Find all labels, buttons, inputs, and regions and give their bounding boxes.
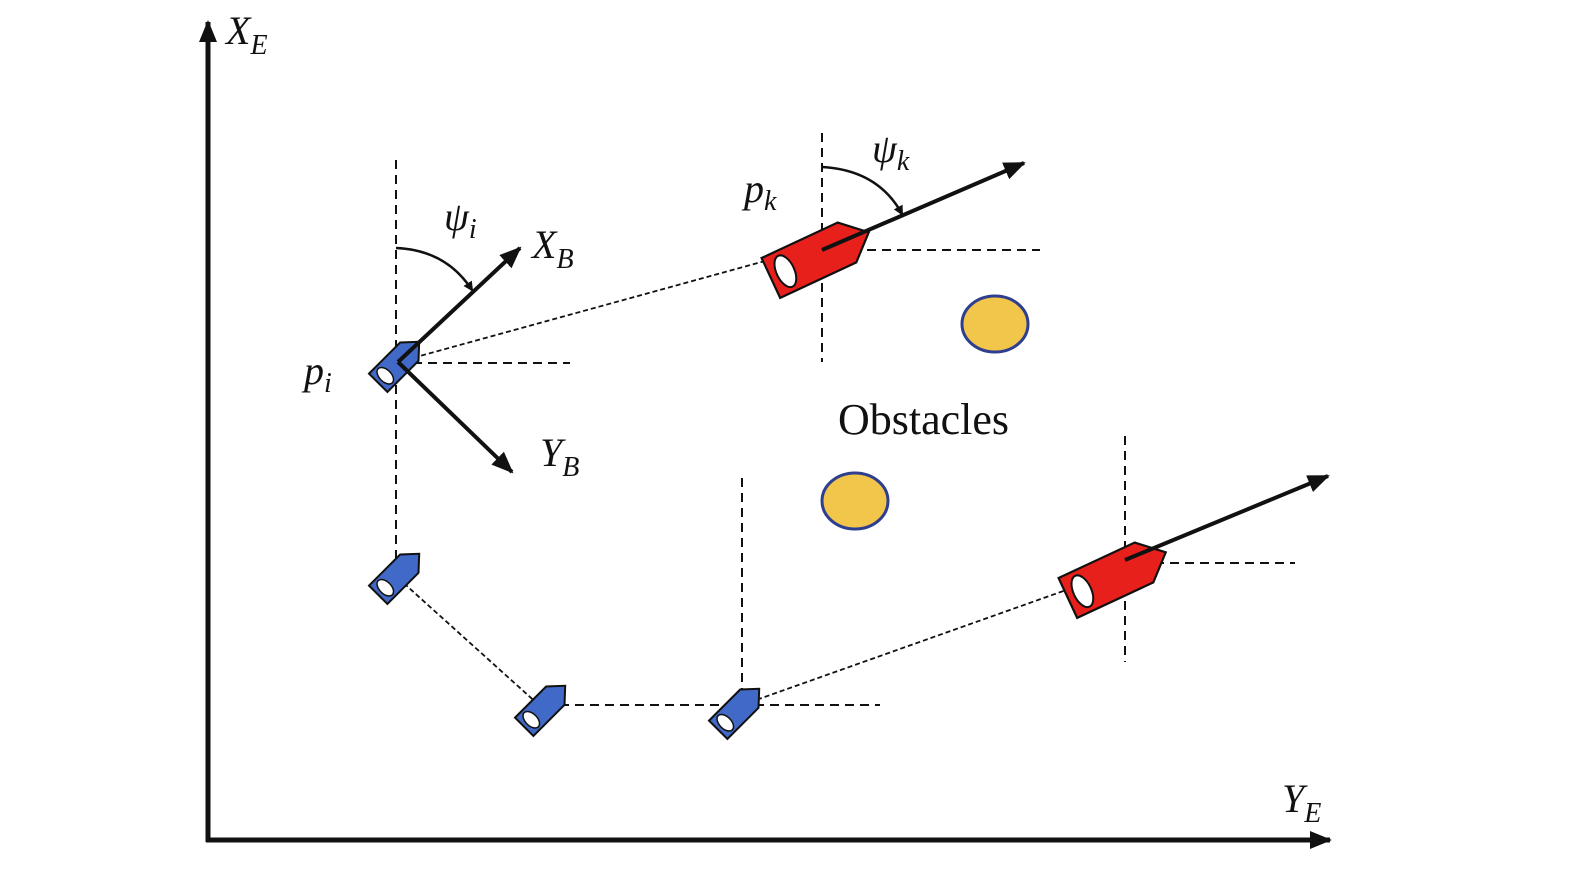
- earth-x-axis-label: XE: [224, 8, 268, 61]
- leader-heading-vector-2: [1124, 474, 1330, 562]
- follower-boat-3: [707, 687, 761, 741]
- follower-boat-1: [367, 552, 421, 606]
- connection-lines: [397, 249, 1101, 707]
- leader-boat-2: [1057, 541, 1168, 620]
- obstacles-label: Obstacles: [838, 395, 1009, 444]
- heading-k-label: ψk: [872, 126, 910, 177]
- heading-i-label: ψi: [444, 194, 477, 245]
- position-i-label: pi: [301, 348, 332, 399]
- heading-arc-i: [395, 246, 474, 292]
- body-x-axis-label: XB: [530, 222, 574, 275]
- body-y-axis: [396, 360, 514, 474]
- leader-heading-vector-1: [821, 161, 1026, 252]
- position-k-label: pk: [741, 166, 777, 217]
- heading-arc-k: [821, 165, 904, 216]
- earth-y-axis-label: YE: [1282, 776, 1321, 829]
- obstacle-1: [960, 294, 1030, 354]
- leader-boat-current: [760, 221, 871, 300]
- body-x-axis: [396, 246, 522, 364]
- obstacle-2: [820, 471, 890, 531]
- body-y-axis-label: YB: [540, 430, 579, 483]
- follower-boat-2: [513, 684, 567, 738]
